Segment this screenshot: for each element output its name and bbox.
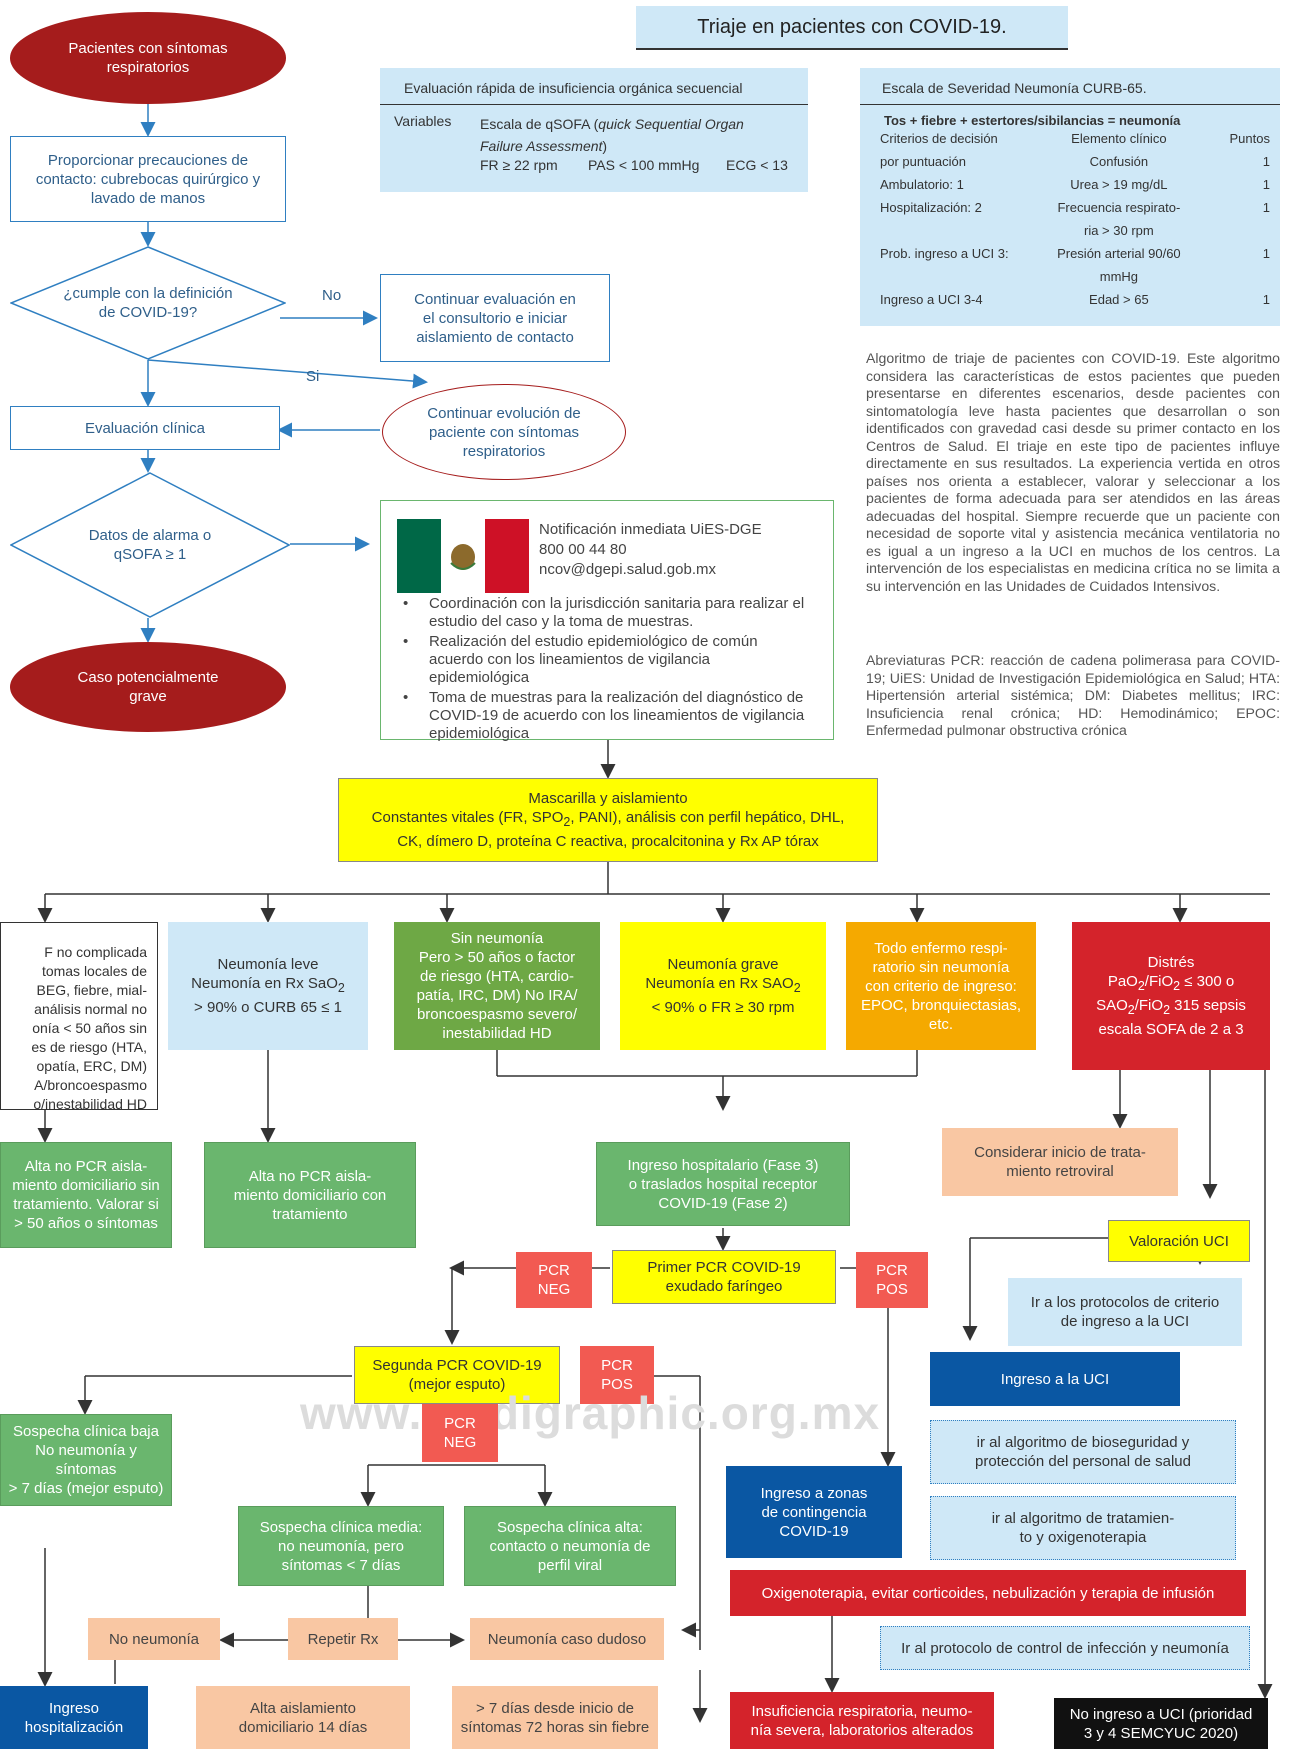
sospecha-baja-box: Sospecha clínica baja No neumonía y sínt… xyxy=(0,1414,172,1506)
curb65-header: Escala de Severidad Neumonía CURB-65. xyxy=(860,68,1280,105)
curb65-bold-row: Tos + fiebre + estertores/sibilancias = … xyxy=(884,113,1181,128)
pcr-neg-badge-2: PCR NEG xyxy=(422,1404,498,1462)
curb65-cell: Confusión xyxy=(1089,154,1149,169)
curb65-cell: Frecuencia respirato- ria > 30 rpm xyxy=(1057,200,1181,238)
curb65-cell: 1 xyxy=(1262,177,1270,192)
pcr-pos-badge-1: PCR POS xyxy=(856,1252,928,1308)
watermark: www.medigraphic.org.mx xyxy=(300,1387,881,1439)
decision-alarm xyxy=(10,472,290,618)
sospecha-alta-box: Sospecha clínica alta: contacto o neumon… xyxy=(464,1506,676,1586)
neumonia-dudoso-box: Neumonía caso dudoso xyxy=(470,1618,664,1660)
curb65-cell: Hospitalización: 2 xyxy=(880,200,982,215)
curb65-cell: 1 xyxy=(1262,154,1270,169)
category-respiratory: Todo enfermo respi- ratorio sin neumonía… xyxy=(846,922,1036,1050)
description-text: Algoritmo de triaje de pacientes con COV… xyxy=(866,350,1280,594)
notification-bullet: •Realización del estudio epidemiológico … xyxy=(403,633,758,686)
insuficiencia-box: Insuficiencia respiratoria, neumo- nía s… xyxy=(730,1692,994,1749)
mascarilla-box: Mascarilla y aislamiento Constantes vita… xyxy=(338,778,878,862)
precautions-box: Proporcionar precauciones de contacto: c… xyxy=(10,136,286,222)
qsofa-variables: Variables xyxy=(394,113,452,129)
si-label: Si xyxy=(306,368,320,385)
tratamiento-box: ir al algoritmo de tratamien- to y oxige… xyxy=(930,1496,1236,1560)
category-severe-pneumonia: Neumonía grave Neumonía en Rx SAO2 < 90%… xyxy=(620,922,826,1050)
curb65-cell: 1 xyxy=(1262,200,1270,215)
ingreso-hospitalizacion-box: Ingreso hospitalización xyxy=(0,1686,148,1749)
start-node: Pacientes con síntomas respiratorios xyxy=(10,12,286,104)
control-infeccion-box: Ir al protocolo de control de infección … xyxy=(880,1626,1250,1670)
curb65-row: Ambulatorio: 1 Urea > 19 mg/dL 1 xyxy=(870,173,1270,196)
zonas-contingencia-box: Ingreso a zonas de contingencia COVID-19 xyxy=(726,1466,902,1558)
segunda-pcr-box: Segunda PCR COVID-19 (mejor esputo) xyxy=(354,1346,560,1404)
notification-box: Notificación inmediata UiES-DGE 800 00 4… xyxy=(380,500,834,742)
notification-bullet: •Coordinación con la jurisdicción sanita… xyxy=(403,595,805,630)
curb65-cell: Urea > 19 mg/dL xyxy=(1070,177,1168,192)
decision-covid xyxy=(10,246,286,360)
notification-bullet: •Toma de muestras para la realización de… xyxy=(403,689,805,742)
no-neumonia-box: No neumonía xyxy=(88,1618,220,1660)
oxigenoterapia-box: Oxigenoterapia, evitar corticoides, nebu… xyxy=(730,1570,1246,1616)
curb65-panel: Escala de Severidad Neumonía CURB-65. To… xyxy=(860,68,1280,326)
curb65-cell: 1 xyxy=(1262,246,1270,261)
category-uncomplicated: F no complicada tomas locales de BEG, fi… xyxy=(0,922,158,1112)
clinical-eval-box: Evaluación clínica xyxy=(10,406,280,450)
lower-flow-connectors xyxy=(37,740,1273,1723)
ingreso-hospitalario-box: Ingreso hospitalario (Fase 3) o traslado… xyxy=(596,1142,850,1226)
abbreviations-text: Abreviaturas PCR: reacción de cadena pol… xyxy=(866,652,1280,738)
notification-phone: 800 00 44 80 xyxy=(539,541,627,558)
retroviral-box: Considerar inicio de trata- miento retro… xyxy=(942,1128,1178,1196)
no-label: No xyxy=(322,287,342,304)
alta-left-box: Alta no PCR aisla- miento domiciliario s… xyxy=(0,1142,172,1248)
alta-mid-box: Alta no PCR aisla- miento domiciliario c… xyxy=(204,1142,416,1248)
bioseguridad-box: ir al algoritmo de bioseguridad y protec… xyxy=(930,1420,1236,1484)
category-mild-pneumonia: Neumonía leve Neumonía en Rx SaO2 > 90% … xyxy=(168,922,368,1050)
curb65-cell: Presión arterial 90/60 mmHg xyxy=(1057,246,1181,284)
siete-dias-box: > 7 días desde inicio de síntomas 72 hor… xyxy=(452,1686,658,1749)
continue-evolution-node: Continuar evolución de paciente con sínt… xyxy=(382,384,626,480)
decision-covid-label: ¿cumple con la definición de COVID-19? xyxy=(63,285,233,321)
qsofa-panel: Evaluación rápida de insuficiencia orgán… xyxy=(380,68,808,192)
page-title: Triaje en pacientes con COVID-19. xyxy=(636,6,1068,50)
decision-alarm-label: Datos de alarma o qSOFA ≥ 1 xyxy=(88,527,212,563)
qsofa-fr: FR ≥ 22 rpm xyxy=(480,157,558,173)
severe-case-node: Caso potencialmente grave xyxy=(10,642,286,732)
qsofa-header: Evaluación rápida de insuficiencia orgán… xyxy=(380,68,808,105)
curb65-col-headers: Criterios de decisión Elemento clínico P… xyxy=(880,131,1270,146)
qsofa-ecg: ECG < 13 xyxy=(726,157,788,173)
curb65-row: Ingreso a UCI 3-4 Edad > 65 1 xyxy=(870,288,1270,311)
notification-title: Notificación inmediata UiES-DGE xyxy=(539,521,762,538)
notification-email: ncov@dgepi.salud.gob.mx xyxy=(539,561,716,578)
curb65-row: Hospitalización: 2 Frecuencia respirato- … xyxy=(870,196,1270,242)
repetir-rx-box: Repetir Rx xyxy=(288,1618,398,1660)
curb65-cell: 1 xyxy=(1262,292,1270,307)
sospecha-media-box: Sospecha clínica media: no neumonía, per… xyxy=(238,1506,444,1586)
curb65-cell: Ambulatorio: 1 xyxy=(880,177,964,192)
mexico-flag-icon xyxy=(397,519,529,593)
curb65-cell: Ingreso a UCI 3-4 xyxy=(880,292,983,307)
curb65-cell: Edad > 65 xyxy=(1089,292,1149,307)
top-flow-connectors xyxy=(140,103,428,643)
no-ingreso-uci-box: No ingreso a UCI (prioridad 3 y 4 SEMCYU… xyxy=(1054,1698,1268,1749)
curb65-cell: Prob. ingreso a UCI 3: xyxy=(880,246,1009,261)
curb65-row: por puntuación Confusión 1 xyxy=(870,150,1270,173)
pcr-neg-badge-1: PCR NEG xyxy=(516,1252,592,1308)
valoracion-uci-box: Valoración UCI xyxy=(1108,1220,1250,1262)
primer-pcr-box: Primer PCR COVID-19 exudado faríngeo xyxy=(612,1250,836,1304)
pcr-pos-badge-2: PCR POS xyxy=(580,1346,654,1404)
continue-eval-box: Continuar evaluación en el consultorio e… xyxy=(380,274,610,362)
curb65-row: Prob. ingreso a UCI 3: Presión arterial 9… xyxy=(870,242,1270,288)
protocol-uci-box: Ir a los protocolos de criterio de ingre… xyxy=(1008,1278,1242,1346)
qsofa-scale: Escala de qSOFA (quick Sequential Organ … xyxy=(480,116,744,154)
curb65-cell: por puntuación xyxy=(880,154,967,169)
category-distress: Distrés PaO2/FiO2 ≤ 300 o SAO2/FiO2 315 … xyxy=(1072,922,1270,1070)
notification-list: •Coordinación con la jurisdicción sanita… xyxy=(381,595,811,745)
ingreso-uci-box: Ingreso a la UCI xyxy=(930,1352,1180,1406)
qsofa-pas: PAS < 100 mmHg xyxy=(588,157,700,173)
alta-aislamiento-box: Alta aislamiento domiciliario 14 días xyxy=(196,1686,410,1749)
category-no-pneumonia: Sin neumonía Pero > 50 años o factor de … xyxy=(394,922,600,1050)
